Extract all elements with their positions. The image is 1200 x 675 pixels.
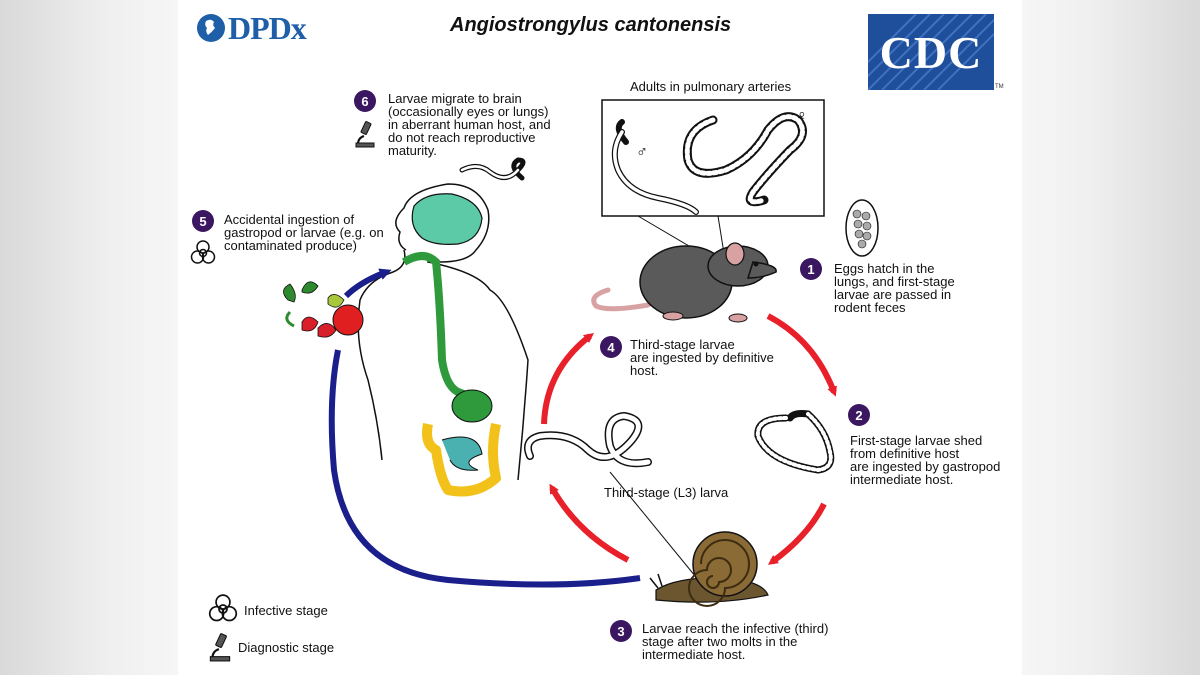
dpdx-logo: DPDx bbox=[196, 9, 307, 46]
rat-definitive-host bbox=[591, 242, 777, 323]
microscope-icon bbox=[355, 121, 375, 148]
step-1-line-2: lungs, and first-stage bbox=[834, 274, 955, 289]
step-2-number: 2 bbox=[848, 404, 870, 426]
dpdx-globe-icon bbox=[197, 14, 225, 42]
step-6-number: 6 bbox=[354, 90, 376, 112]
egg bbox=[845, 199, 879, 257]
adults-box bbox=[601, 99, 825, 217]
arrow-2-to-3 bbox=[767, 502, 827, 565]
step-3-line-3: intermediate host. bbox=[642, 647, 746, 662]
step-2-line-3: are ingested by gastropod bbox=[850, 459, 1001, 474]
blue-path-snail-to-produce bbox=[328, 349, 641, 588]
legend-biohazard-icon bbox=[208, 594, 238, 622]
adults-box-label: Adults in pulmonary arteries bbox=[630, 79, 792, 94]
lifecycle-diagram-panel: DPDx Angiostrongylus cantonensis CDC TM bbox=[178, 0, 1022, 675]
step-2-line-1: First-stage larvae shed bbox=[850, 433, 983, 448]
lifecycle-illustration bbox=[283, 99, 879, 607]
snail-intermediate-host bbox=[649, 531, 769, 607]
l3-larva-label: Third-stage (L3) larva bbox=[604, 485, 729, 500]
arrow-l3-to-4 bbox=[541, 332, 594, 425]
step-1-line-4: rodent feces bbox=[834, 300, 906, 315]
cdc-logo-text: CDC bbox=[879, 26, 983, 78]
left-background-margin bbox=[0, 0, 178, 675]
brain bbox=[411, 193, 483, 245]
cdc-logo: CDC bbox=[868, 14, 994, 90]
step-2-line-4: intermediate host. bbox=[850, 472, 954, 487]
step-3-line-1: Larvae reach the infective (third) bbox=[642, 621, 829, 636]
step-6-line-4: do not reach reproductive bbox=[388, 130, 536, 145]
step-3-caption: Larvae reach the infective (third) stage… bbox=[642, 622, 828, 661]
step-2-line-2: from definitive host bbox=[850, 446, 960, 461]
contaminated-produce bbox=[283, 281, 364, 338]
step-4-caption: Third-stage larvae are ingested by defin… bbox=[630, 338, 774, 377]
step-4-line-3: host. bbox=[630, 363, 659, 378]
step-1-line-1: Eggs hatch in the bbox=[834, 261, 935, 276]
step-1-line-3: larvae are passed in bbox=[834, 287, 952, 302]
step-6-line-3: in aberrant human host, and bbox=[388, 117, 551, 132]
step-6-line-2: (occasionally eyes or lungs) bbox=[388, 104, 549, 119]
step-4-line-2: are ingested by definitive bbox=[630, 350, 774, 365]
step-4-line-1: Third-stage larvae bbox=[630, 337, 735, 352]
legend-infective-label: Infective stage bbox=[244, 603, 328, 618]
step-5-number: 5 bbox=[192, 210, 214, 232]
female-symbol: ♀ bbox=[796, 108, 808, 125]
trademark-mark: TM bbox=[995, 84, 1004, 90]
step-6-line-1: Larvae migrate to brain bbox=[388, 91, 522, 106]
step-3-line-2: stage after two molts in the bbox=[642, 634, 798, 649]
legend-microscope-icon bbox=[209, 633, 231, 662]
step-5-line-3: contaminated produce) bbox=[224, 238, 357, 253]
step-6-line-5: maturity. bbox=[388, 143, 437, 158]
male-symbol: ♂ bbox=[636, 144, 648, 161]
blue-arrow-produce-to-human bbox=[343, 268, 392, 299]
step-1-caption: Eggs hatch in the lungs, and first-stage… bbox=[834, 262, 955, 314]
step-4-number: 4 bbox=[600, 336, 622, 358]
step-5-line-2: gastropod or larvae (e.g. on bbox=[224, 225, 384, 240]
human-host bbox=[357, 157, 529, 497]
legend-diagnostic-label: Diagnostic stage bbox=[238, 640, 335, 655]
arrow-1-to-2 bbox=[766, 313, 837, 397]
step-3-number: 3 bbox=[610, 620, 632, 642]
step-2-caption: First-stage larvae shed from definitive … bbox=[850, 434, 1000, 486]
step-5-line-1: Accidental ingestion of bbox=[224, 212, 355, 227]
step-1-number: 1 bbox=[800, 258, 822, 280]
step-5-caption: Accidental ingestion of gastropod or lar… bbox=[224, 213, 384, 252]
right-background-margin bbox=[1022, 0, 1200, 675]
cdc-logo-stripes bbox=[868, 14, 994, 90]
biohazard-icon bbox=[190, 240, 216, 264]
diagram-title: Angiostrongylus cantonensis bbox=[450, 14, 732, 36]
step-6-caption: Larvae migrate to brain (occasionally ey… bbox=[388, 92, 551, 157]
dpdx-logo-text: DPDx bbox=[228, 9, 307, 46]
arrow-3-to-l3 bbox=[549, 483, 630, 563]
